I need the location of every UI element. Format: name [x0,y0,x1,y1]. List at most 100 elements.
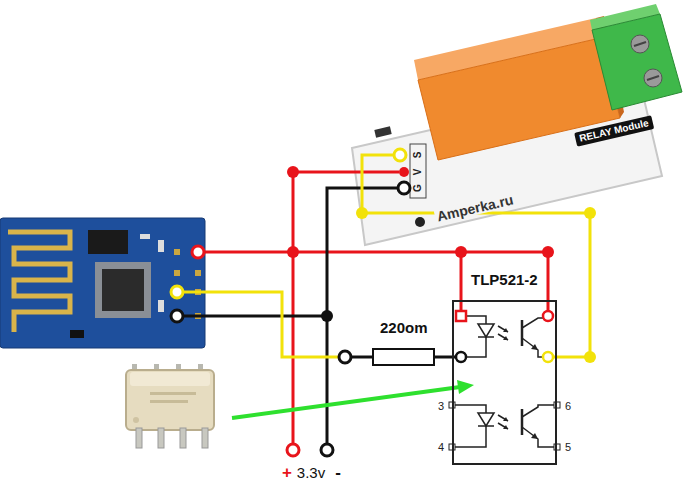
esp-board [0,218,205,348]
red-wire [293,171,399,174]
polarity-sign: + [282,464,292,481]
red-wire [292,172,295,444]
pin-marker [543,311,553,321]
transistor-base [521,320,524,346]
pin-marker [456,311,466,321]
junction-dot [287,166,299,178]
junction-dot [584,207,596,219]
pin-marker [399,167,409,177]
light-arrow [498,326,508,340]
pin-marker [171,286,183,298]
dip-pin [136,428,142,448]
led-symbol [478,413,494,426]
pin-stub [554,444,560,450]
optocoupler-chip: TLP521-2 [452,300,557,465]
header-pin [174,249,180,255]
black-wire [351,356,372,359]
pin-stub [449,444,455,450]
screw-slot [634,42,646,46]
header-pin [174,270,180,276]
dip-marking [150,400,188,403]
terminal-screw [644,69,662,87]
wire-connector [435,356,452,359]
internal-wire [452,405,486,413]
dip-notch [133,417,139,423]
pin-marker [171,310,183,322]
pin-number: 6 [565,401,571,412]
power-terminal [321,444,333,456]
dip-body [126,370,214,430]
arrow-head [531,344,538,350]
pcb-antenna [8,232,70,332]
junction-dot [321,310,333,322]
transistor-collector [522,405,557,417]
arrow-head [503,328,508,332]
pin-marker [192,246,204,258]
arrow-head [503,425,508,429]
black-wire [183,315,327,318]
transistor-base [521,409,524,435]
part-name: TLP521-2 [471,272,538,289]
relay-body [418,38,620,160]
dip-marking [150,392,196,395]
arrow-head [531,433,538,439]
light-arrow [498,415,508,429]
pin-name: S [413,152,423,159]
pin-number: 3 [438,401,444,412]
pin-marker [394,149,406,161]
pin-marker [456,352,466,362]
part-name: 220om [380,320,428,337]
transistor-collector [522,318,543,328]
pointer-arrow [232,387,460,418]
transistor-emitter [522,427,557,447]
resistor-symbol: 220om [372,348,435,366]
smd-part [140,234,150,239]
junction-dot [542,246,554,258]
junction-dot [455,246,467,258]
esp-chip-shield [95,262,151,318]
power-terminal [287,444,299,456]
pin-number: 4 [438,442,444,453]
transistor-emitter [522,338,543,357]
smd-part [70,330,84,338]
arrow-head [503,336,508,340]
pin-marker [543,352,553,362]
logo-dot [415,217,425,227]
junction-dot [356,207,368,219]
junction-dot [287,246,299,258]
red-wire [460,252,463,311]
pin-stub [554,402,560,408]
flash-chip [88,230,128,254]
smd-part [374,126,391,137]
pointer-arrow-head [457,380,474,394]
terminal-block [592,14,682,110]
dip-top-face [130,372,210,386]
internal-wire [452,426,486,447]
smd-part [158,300,164,312]
polarity-sign: - [335,464,341,481]
pin-label-frame [410,144,426,198]
esp-chip [102,269,144,311]
junction-dot [584,351,596,363]
internal-wire [466,316,486,324]
pin-name: V [413,169,423,176]
dip-pin [158,428,164,448]
yellow-wire [362,155,590,357]
screw-slot [647,76,659,80]
dip-pin [202,428,208,448]
red-wire [204,252,548,311]
yellow-wire [183,292,339,357]
arrow-head [503,417,508,421]
pin-number: 5 [565,442,571,453]
brand-text: Amperka.ru [434,192,517,224]
pin-marker [339,351,351,363]
smd-part [158,240,164,252]
internal-wire [466,337,486,357]
module-name: RELAY Module [574,115,654,146]
voltage-label: 3.3v [297,465,325,480]
